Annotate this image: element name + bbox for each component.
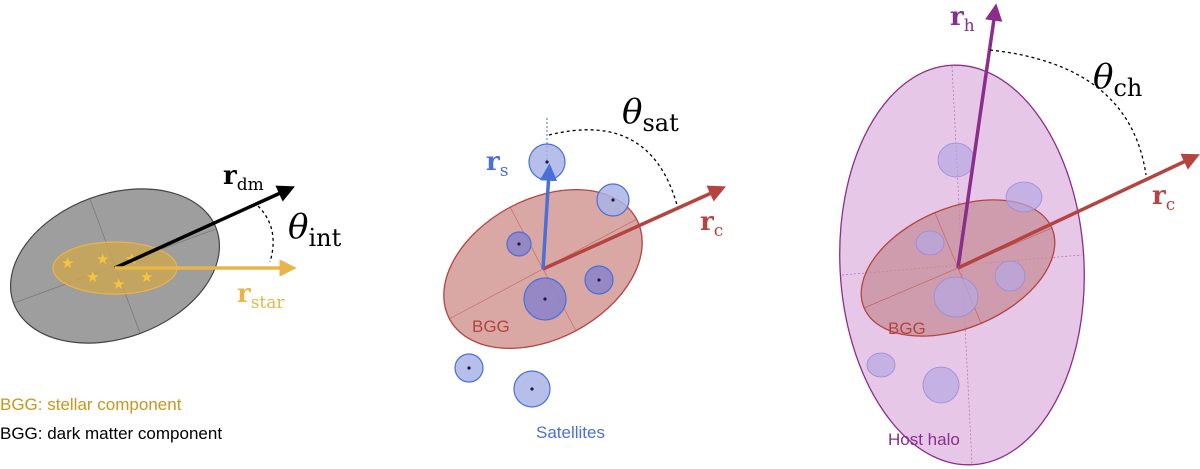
legend-stellar-component: BGG: stellar component — [0, 395, 182, 414]
label-theta-ch: θch — [1093, 57, 1142, 102]
satellite-center — [611, 198, 615, 202]
label-r-dm: rdm — [223, 161, 264, 195]
label-theta-int: θint — [288, 207, 342, 252]
satellite-center — [467, 366, 471, 370]
angle-arc-int — [257, 205, 274, 263]
vector-r-c-halo — [957, 153, 1200, 270]
star-icon: ★ — [96, 251, 109, 268]
vector-r-c-bgg — [542, 185, 726, 271]
subhalo — [994, 260, 1026, 292]
panel-intrinsic-alignment: ★ ★ ★ ★ ★ ★ rdm θint rstar BGG: stellar … — [0, 161, 342, 443]
satellite-center — [543, 297, 547, 301]
satellite-center — [530, 387, 534, 391]
subhalos — [866, 142, 1043, 404]
label-host-halo: Host halo — [888, 430, 960, 449]
host-halo-vertical-axis — [951, 65, 973, 465]
label-theta-sat: θsat — [622, 92, 679, 137]
vector-r-dm — [114, 185, 295, 270]
satellite-center — [597, 278, 601, 282]
subhalo — [933, 276, 979, 318]
satellite-center — [517, 242, 521, 246]
label-bgg-panel3: BGG — [888, 319, 926, 338]
label-r-star: rstar — [237, 279, 285, 313]
subhalo — [1005, 181, 1043, 213]
label-r-h: rh — [950, 2, 975, 36]
star-icon: ★ — [140, 269, 153, 286]
star-icon: ★ — [112, 276, 125, 293]
panel-satellite-alignment: rs θsat rc BGG Satellites — [443, 92, 726, 442]
panel-host-halo-alignment: rh θch rc BGG Host halo — [839, 2, 1200, 466]
angle-arc-sat — [548, 129, 678, 206]
subhalo — [922, 366, 960, 404]
star-icon: ★ — [61, 255, 74, 272]
subhalo — [915, 230, 945, 256]
label-bgg-panel2: BGG — [472, 317, 510, 336]
star-icon: ★ — [86, 269, 99, 286]
vector-r-h — [956, 3, 1003, 269]
subhalo — [937, 142, 975, 178]
satellite-center — [545, 160, 549, 164]
label-satellites: Satellites — [536, 423, 605, 442]
stellar-stars: ★ ★ ★ ★ ★ ★ — [61, 251, 153, 293]
label-r-c-panel3: rc — [1152, 181, 1175, 215]
vector-r-s — [539, 163, 558, 270]
label-r-s: rs — [486, 147, 508, 181]
legend-dark-matter-component: BGG: dark matter component — [0, 424, 222, 443]
subhalo — [866, 352, 896, 378]
label-r-c-panel2: rc — [700, 207, 723, 241]
